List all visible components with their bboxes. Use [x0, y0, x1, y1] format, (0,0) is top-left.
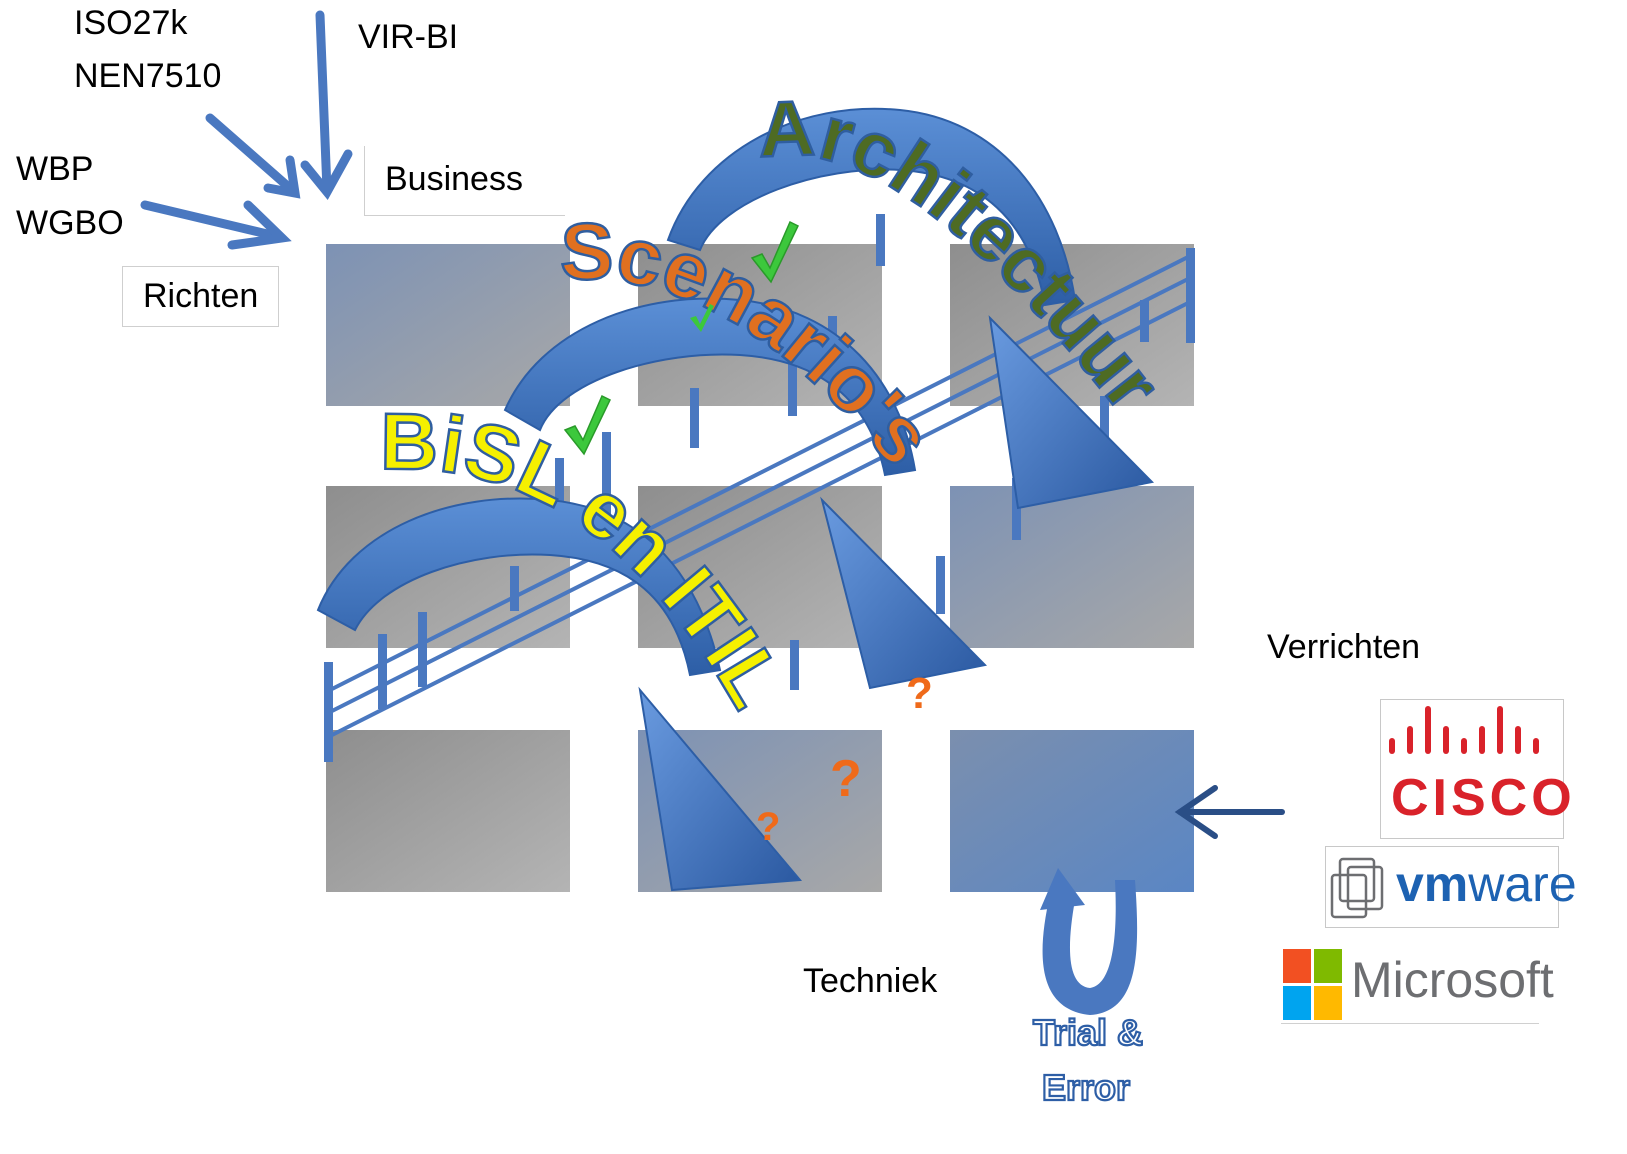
- virbi-label: VIR-BI: [358, 18, 459, 56]
- verrichten-label: Verrichten: [1267, 628, 1421, 666]
- checkmark-icon: [750, 220, 799, 284]
- grid-cell: [950, 730, 1194, 892]
- cisco-logo: CISCO: [1380, 699, 1572, 839]
- grid-cell: [950, 486, 1194, 648]
- arrow-icon: [140, 200, 292, 250]
- bisl-arc-arrow: [316, 497, 803, 892]
- richten-label: Richten: [122, 266, 280, 328]
- techniek-label: Techniek: [803, 962, 938, 1000]
- trial-error-line2: Error: [1042, 1067, 1130, 1108]
- business-label: Business: [364, 146, 565, 217]
- microsoft-wordmark: Microsoft: [1351, 952, 1554, 1008]
- vmware-vm: vm: [1396, 856, 1469, 912]
- iso27k-label: ISO27k: [74, 4, 188, 42]
- question-mark-icon: ?: [906, 669, 933, 718]
- trial-error-line1: Trial &: [1033, 1012, 1143, 1053]
- arrow-icon: [205, 113, 301, 199]
- wbp-label: WBP: [16, 150, 94, 188]
- question-mark-icon: ?: [756, 805, 780, 849]
- cisco-bars-icon: [1389, 706, 1539, 754]
- microsoft-logo: Microsoft: [1281, 943, 1554, 1024]
- nen7510-label: NEN7510: [74, 57, 222, 95]
- scenarios-arc-arrow: [503, 297, 988, 690]
- arrow-icon: [1174, 785, 1285, 839]
- checkmark-icon: [563, 394, 611, 456]
- diagonal-railing: [329, 253, 1193, 738]
- wgbo-label: WGBO: [16, 204, 124, 242]
- cisco-wordmark: CISCO: [1391, 769, 1576, 827]
- question-mark-icon: ?: [830, 750, 862, 808]
- vmware-ware: ware: [1468, 856, 1577, 912]
- microsoft-squares-icon: [1283, 949, 1342, 1020]
- architectuur-arc-arrow: [666, 107, 1155, 510]
- grid-cell: [326, 730, 570, 892]
- arrow-icon: [300, 10, 353, 201]
- vmware-boxes-icon: [1330, 857, 1384, 919]
- checkmark-icon: [690, 304, 714, 332]
- loop-arrow-icon: [1040, 868, 1138, 1015]
- vmware-logo: vmware: [1325, 846, 1577, 928]
